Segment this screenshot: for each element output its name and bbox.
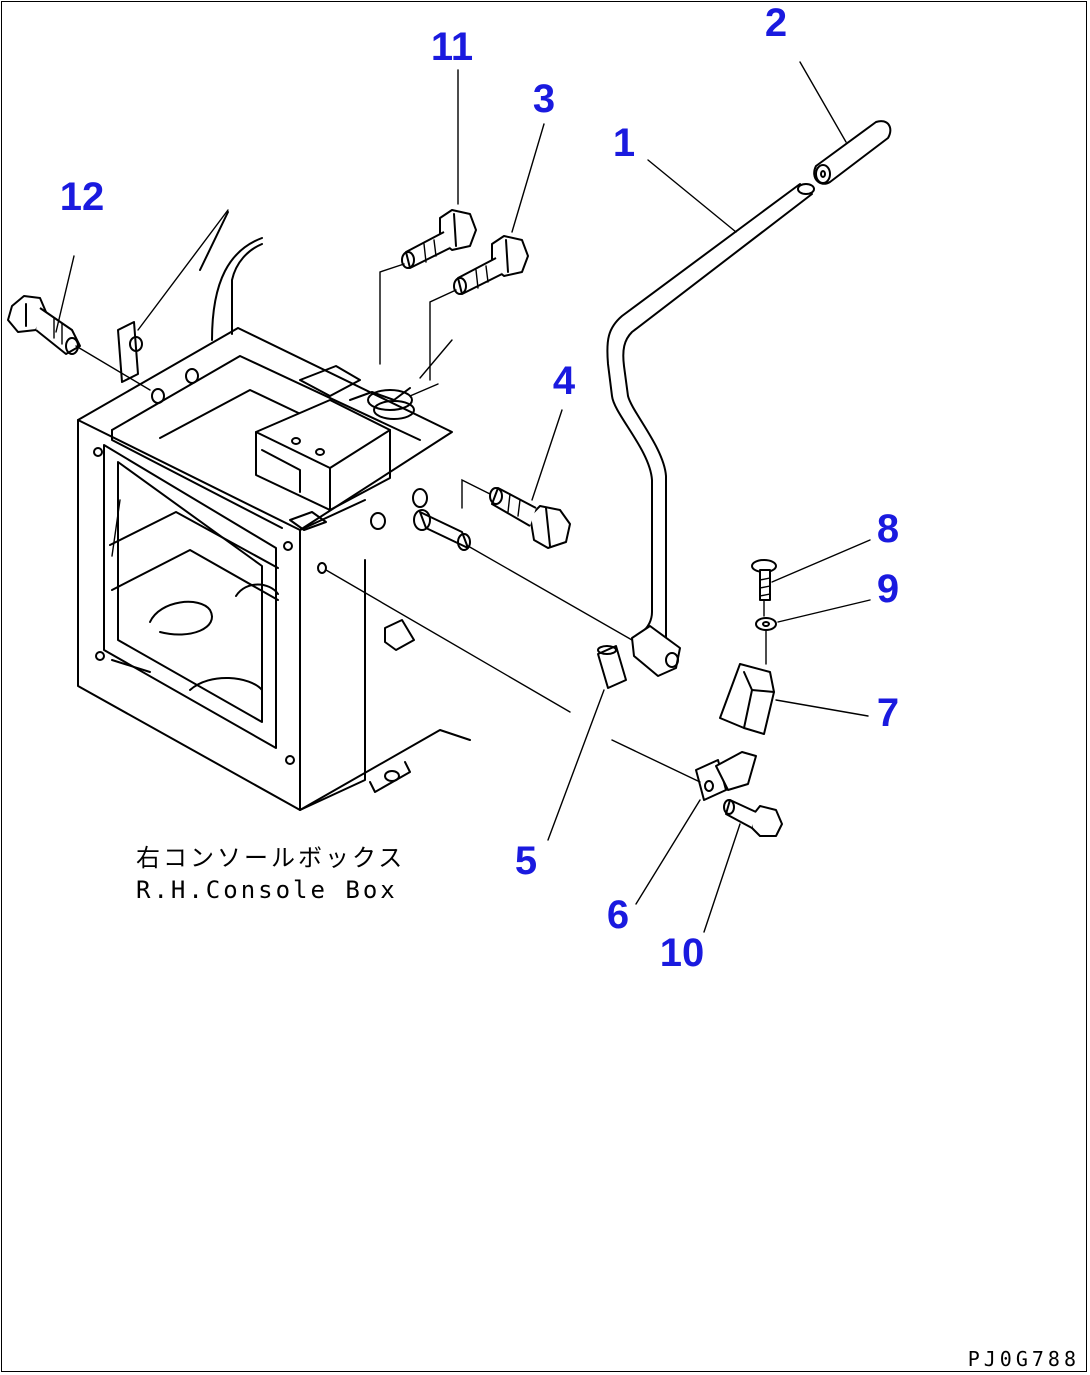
callout-12: 12 (60, 175, 105, 219)
part-5-spring-pin (597, 645, 627, 689)
part-4-bolt (489, 487, 571, 549)
console-box (77, 211, 471, 811)
callout-3: 3 (533, 77, 555, 121)
callout-11: 11 (431, 25, 473, 69)
callout-10: 10 (660, 931, 705, 975)
part-10-bolt (723, 799, 783, 837)
console-clip-plate (117, 209, 229, 383)
callout-7: 7 (877, 691, 899, 735)
part-6-stopper-plate (695, 751, 757, 801)
caption-japanese: 右コンソールボックス (136, 844, 405, 872)
callout-labels: 1 2 3 4 5 6 7 8 9 10 11 12 (60, 1, 899, 975)
part-11-flange-bolt (401, 209, 477, 269)
part-9-washer (755, 617, 777, 631)
callout-6: 6 (607, 893, 629, 937)
lever-pivot-pin (412, 488, 471, 551)
part-8-screw (751, 559, 777, 601)
part-2-grip (813, 120, 892, 185)
lever-pivot-bracket (111, 339, 453, 557)
callout-2: 2 (765, 1, 787, 45)
callout-1: 1 (613, 121, 635, 165)
callout-9: 9 (877, 567, 899, 611)
assembly-lines (75, 263, 767, 783)
callout-4: 4 (553, 359, 576, 403)
callout-8: 8 (877, 507, 899, 551)
part-1-lever (606, 183, 815, 677)
leader-lines (55, 61, 871, 933)
drawing-number: PJ0G788 (968, 1347, 1080, 1371)
caption-english: R.H.Console Box (136, 876, 398, 904)
part-3-flange-bolt (453, 235, 529, 295)
part-12-bolt (7, 295, 81, 355)
callout-5: 5 (515, 839, 537, 883)
part-7-cover (719, 663, 775, 735)
